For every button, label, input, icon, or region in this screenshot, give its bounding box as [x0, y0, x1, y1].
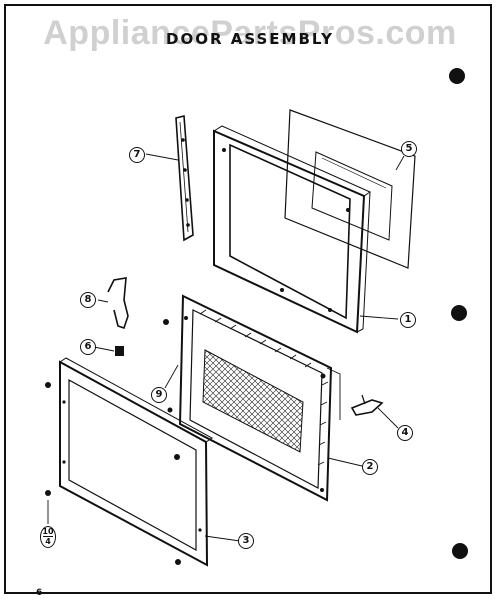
diagram-title: DOOR ASSEMBLY	[166, 30, 334, 48]
callout-3: 3	[238, 533, 254, 549]
page-number: 6	[36, 588, 43, 598]
screws	[45, 319, 181, 565]
callout-10-divider	[43, 536, 53, 537]
page-border	[4, 4, 492, 594]
watermark: AppliancePartsPros.com	[43, 14, 457, 52]
part-latch-hook	[107, 277, 129, 330]
punch-hole-top	[449, 68, 465, 84]
callout-2: 2	[362, 459, 378, 475]
callout-6: 6	[80, 339, 96, 355]
callout-1: 1	[400, 312, 416, 328]
callout-10-top: 10	[42, 527, 54, 536]
part-glass-panel	[284, 109, 416, 269]
callout-9: 9	[151, 387, 167, 403]
callout-10-bottom: 4	[45, 537, 51, 546]
part-inner-door	[178, 294, 333, 502]
punch-hole-bottom	[452, 543, 468, 559]
part-door-frame	[212, 125, 372, 334]
callout-4: 4	[397, 425, 413, 441]
callout-5: 5	[401, 141, 417, 157]
part-pin	[115, 346, 124, 356]
part-door-trim	[59, 357, 213, 567]
punch-hole-middle	[451, 305, 467, 321]
callout-8: 8	[80, 292, 96, 308]
callout-7: 7	[129, 147, 145, 163]
callout-10-4: 10 4	[40, 526, 56, 548]
part-hinge-strip	[175, 114, 194, 242]
part-latch-lever	[350, 394, 384, 416]
leader-lines	[47, 153, 405, 542]
